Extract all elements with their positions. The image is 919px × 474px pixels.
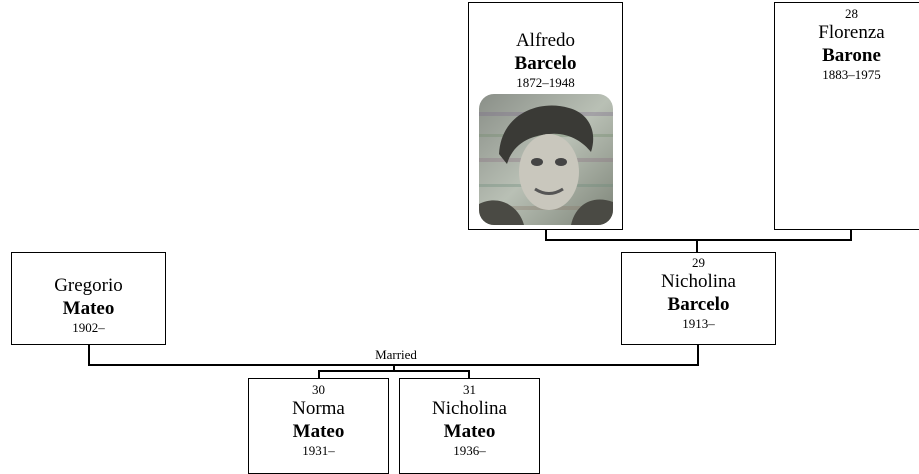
person-card-alfredo-barcelo[interactable]: Alfredo Barcelo 1872–1948 [468, 2, 623, 230]
life-dates: 1936– [453, 443, 486, 458]
children-connector-horizontal [318, 370, 470, 372]
child-connector-vertical [696, 239, 698, 252]
surname: Mateo [443, 421, 496, 442]
given-name: Alfredo [515, 30, 576, 51]
surname: Barcelo [514, 53, 577, 74]
portrait-photo [478, 94, 613, 225]
surname: Barone [822, 45, 881, 66]
parent-connector-horizontal [545, 239, 852, 241]
person-card-florenza-barone[interactable]: 28 Florenza Barone 1883–1975 [774, 2, 919, 230]
person-card-nicholina-mateo[interactable]: 31 Nicholina Mateo 1936– [399, 378, 540, 474]
children-connector-vertical [393, 364, 395, 371]
life-dates: 1931– [302, 443, 335, 458]
parent-connector-right [850, 230, 852, 241]
life-dates: 1883–1975 [822, 67, 881, 82]
married-label: Married [375, 347, 417, 362]
given-name: Norma [292, 398, 345, 419]
marriage-connector-right [697, 345, 699, 366]
person-card-gregorio-mateo[interactable]: Gregorio Mateo 1902– [11, 252, 166, 345]
surname: Mateo [292, 421, 345, 442]
child-connector-norma [318, 370, 320, 378]
surname: Barcelo [667, 294, 730, 315]
child-connector-nicholina-mateo [468, 370, 470, 378]
person-card-norma-mateo[interactable]: 30 Norma Mateo 1931– [248, 378, 389, 474]
person-number: 29 [692, 255, 705, 270]
given-name: Nicholina [432, 398, 507, 419]
person-number: 28 [845, 6, 858, 21]
given-name: Nicholina [661, 271, 736, 292]
given-name: Florenza [818, 22, 885, 43]
life-dates: 1872–1948 [516, 75, 575, 90]
marriage-connector-left [88, 345, 90, 366]
given-name: Gregorio [54, 275, 123, 296]
person-number: 30 [312, 382, 325, 397]
surname: Mateo [62, 298, 115, 319]
person-number: 31 [463, 382, 476, 397]
life-dates: 1902– [72, 320, 105, 335]
life-dates: 1913– [682, 316, 715, 331]
person-card-nicholina-barcelo[interactable]: 29 Nicholina Barcelo 1913– [621, 252, 776, 345]
parent-connector-left [545, 230, 547, 241]
